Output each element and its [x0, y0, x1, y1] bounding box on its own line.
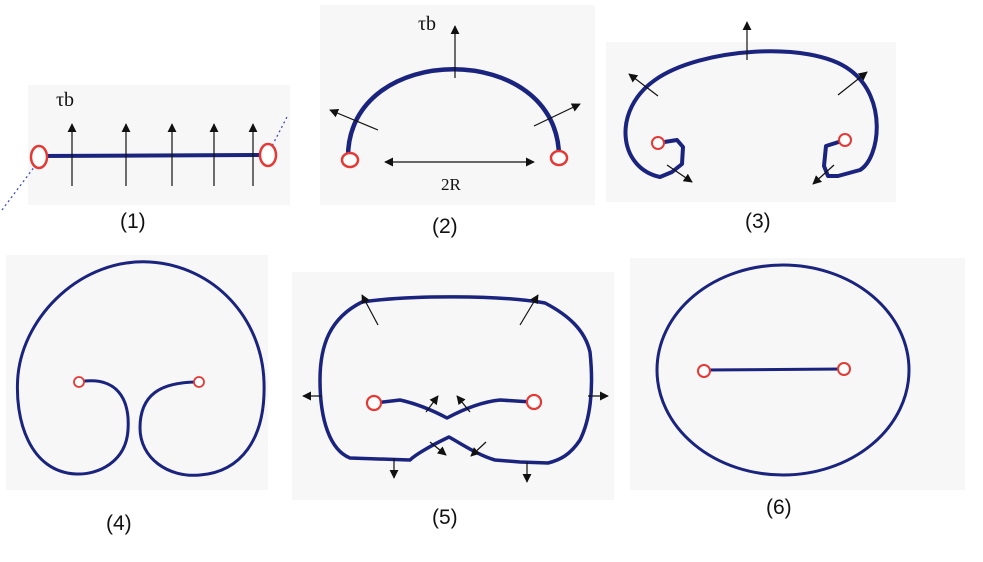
caption-3: (3) [745, 210, 771, 233]
caption-6: (6) [766, 496, 792, 519]
force-arrow-upper-left [628, 73, 659, 97]
pinning-point-left [73, 376, 85, 388]
pinning-point-left [29, 144, 49, 170]
slip-plane-right-dotted [269, 114, 289, 151]
caption-2: (2) [432, 215, 458, 238]
force-arrows [67, 123, 258, 186]
panel-3-background [606, 42, 896, 202]
dislocation-closed-loop [655, 263, 911, 477]
panel-5-background [292, 272, 614, 500]
shear-force-label: τb [418, 13, 436, 35]
pinning-point-left [651, 136, 665, 150]
pinning-point-left [340, 151, 360, 169]
force-arrow-neck-right [470, 441, 487, 457]
dislocation-bowed-semicircle [345, 67, 562, 160]
pinning-point-right [838, 133, 852, 147]
panel-5: (5) [302, 294, 609, 529]
panel-2: τb 2R (2) [329, 13, 581, 238]
panel-3: (3) [623, 21, 879, 233]
panel-4-background [6, 255, 268, 490]
panel-6-background [630, 258, 965, 490]
pinning-point-right [525, 393, 543, 411]
force-arrow-inner-right [456, 395, 471, 413]
dislocation-regenerated-segment [373, 398, 534, 420]
caption-5: (5) [432, 506, 458, 529]
shear-force-label: τb [56, 89, 74, 111]
dislocation-source-segment [702, 367, 845, 372]
caption-1: (1) [120, 210, 146, 233]
slip-plane-left-dotted [1, 161, 39, 211]
force-arrow-lower-left [666, 164, 693, 183]
panel-4: (4) [15, 260, 266, 535]
force-arrow-lower-right [812, 164, 835, 185]
pinning-point-right [837, 362, 851, 376]
dislocation-outer-loop [318, 295, 594, 465]
force-arrow-inner-left [425, 395, 439, 413]
distance-label: 2R [441, 175, 462, 194]
force-arrow-upper-left [361, 294, 379, 326]
force-arrow-upper-right [837, 71, 868, 96]
pinning-point-right [193, 376, 205, 388]
pinning-point-left [697, 364, 711, 378]
pinning-point-right [549, 149, 569, 167]
force-arrow-upper-right [519, 294, 539, 326]
pinning-point-right [258, 142, 278, 168]
panel-6: (6) [655, 263, 911, 519]
dislocation-loops-approaching [15, 260, 266, 477]
panel-1: τb (1) [1, 89, 289, 233]
force-arrow-right [533, 103, 581, 127]
dislocation-line [38, 153, 270, 158]
force-arrow-left [329, 108, 379, 131]
caption-4: (4) [106, 512, 132, 535]
pinning-point-left [365, 394, 383, 412]
force-arrow-neck-left [429, 441, 447, 456]
